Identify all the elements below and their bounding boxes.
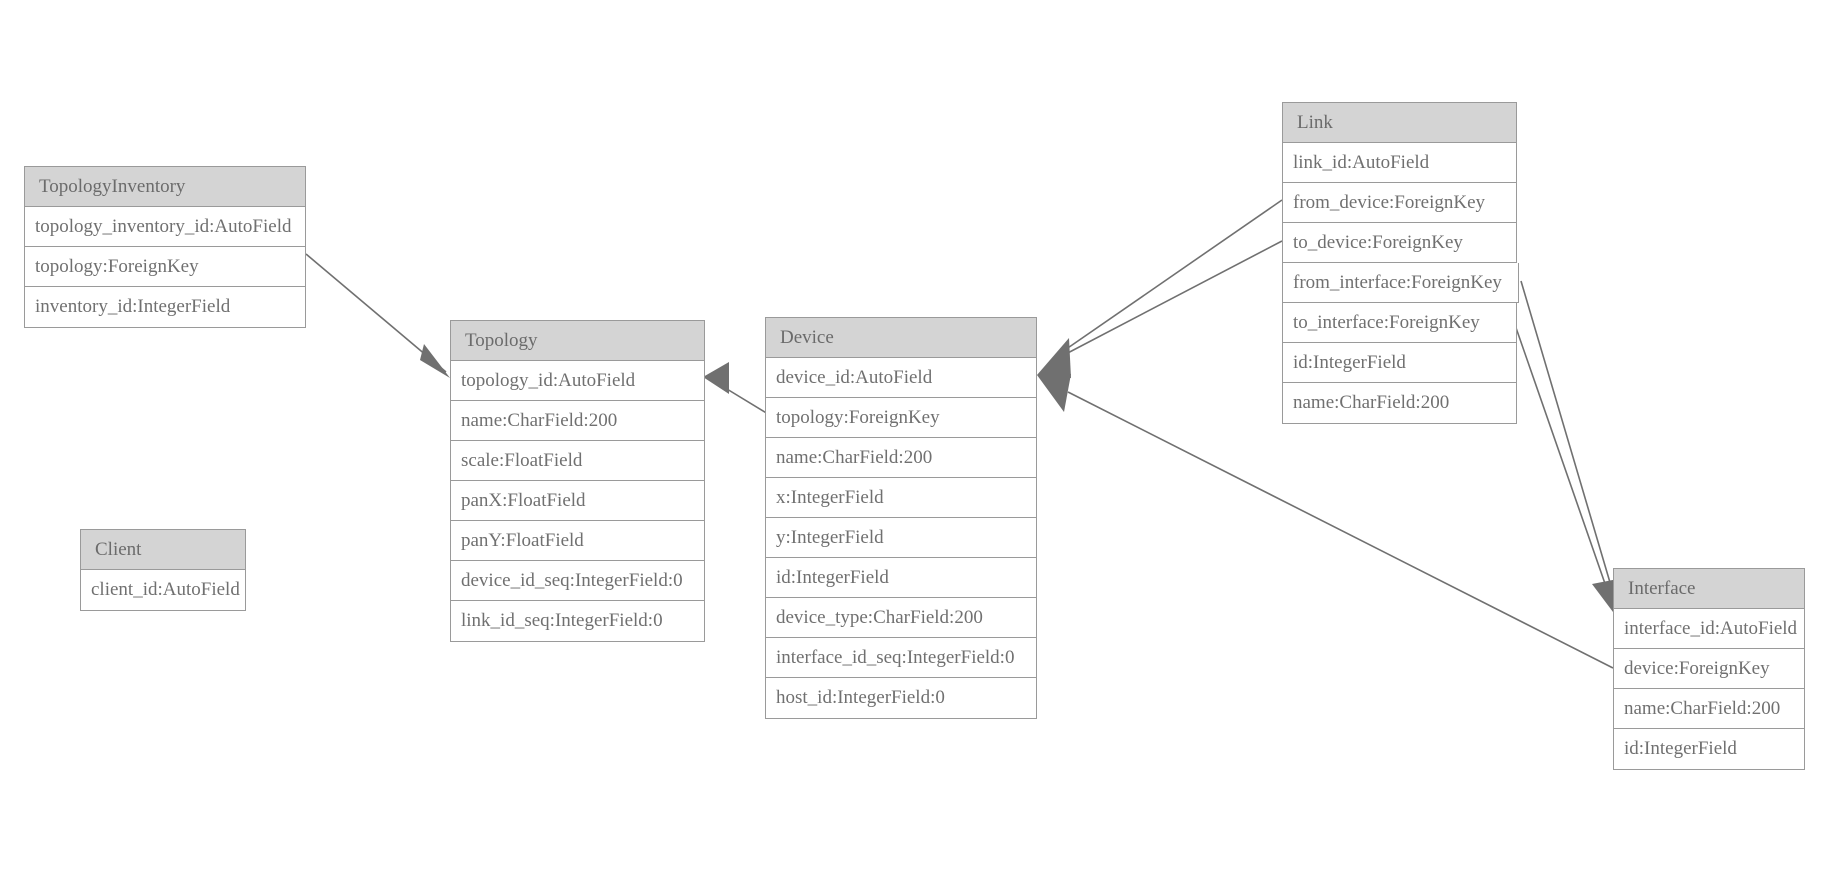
- entity-title-link: Link: [1283, 103, 1516, 143]
- field-link-from-device: from_device:ForeignKey: [1283, 183, 1516, 223]
- edge-link-tointerface-interface: [1513, 321, 1611, 599]
- field-topology-pany: panY:FloatField: [451, 521, 704, 561]
- field-interface-idfield: id:IntegerField: [1614, 729, 1804, 769]
- field-topology-panx: panX:FloatField: [451, 481, 704, 521]
- field-topology-foreignkey: topology:ForeignKey: [25, 247, 305, 287]
- field-device-y: y:IntegerField: [766, 518, 1036, 558]
- entity-title-topology: Topology: [451, 321, 704, 361]
- field-device-x: x:IntegerField: [766, 478, 1036, 518]
- edge-topologyinventory-topology: [305, 253, 450, 378]
- field-link-name: name:CharField:200: [1283, 383, 1516, 423]
- field-link-id: link_id:AutoField: [1283, 143, 1516, 183]
- field-topology-inventory-id: topology_inventory_id:AutoField: [25, 207, 305, 247]
- field-topology-scale: scale:FloatField: [451, 441, 704, 481]
- entity-interface[interactable]: Interface interface_id:AutoField device:…: [1613, 568, 1805, 770]
- entity-link[interactable]: Link link_id:AutoField from_device:Forei…: [1282, 102, 1519, 424]
- arrowhead-device-upper: [1037, 338, 1071, 378]
- field-device-type: device_type:CharField:200: [766, 598, 1036, 638]
- field-link-to-device: to_device:ForeignKey: [1283, 223, 1516, 263]
- field-device-host-id: host_id:IntegerField:0: [766, 678, 1036, 718]
- field-interface-id: interface_id:AutoField: [1614, 609, 1804, 649]
- field-device-topology: topology:ForeignKey: [766, 398, 1036, 438]
- edge-device-topology: [703, 362, 769, 415]
- field-link-from-interface: from_interface:ForeignKey: [1283, 263, 1519, 303]
- entity-client[interactable]: Client client_id:AutoField: [80, 529, 246, 611]
- entity-title-topology-inventory: TopologyInventory: [25, 167, 305, 207]
- field-link-idfield: id:IntegerField: [1283, 343, 1516, 383]
- field-topology-link-id-seq: link_id_seq:IntegerField:0: [451, 601, 704, 641]
- field-device-idfield: id:IntegerField: [766, 558, 1036, 598]
- edge-link-fromdevice-device: [1061, 199, 1283, 353]
- entity-topology-inventory[interactable]: TopologyInventory topology_inventory_id:…: [24, 166, 306, 328]
- field-interface-name: name:CharField:200: [1614, 689, 1804, 729]
- entity-title-interface: Interface: [1614, 569, 1804, 609]
- field-interface-device: device:ForeignKey: [1614, 649, 1804, 689]
- field-inventory-id: inventory_id:IntegerField: [25, 287, 305, 327]
- field-link-to-interface: to_interface:ForeignKey: [1283, 303, 1516, 343]
- field-device-id: device_id:AutoField: [766, 358, 1036, 398]
- entity-title-client: Client: [81, 530, 245, 570]
- field-device-interface-id-seq: interface_id_seq:IntegerField:0: [766, 638, 1036, 678]
- entity-title-device: Device: [766, 318, 1036, 358]
- field-topology-name: name:CharField:200: [451, 401, 704, 441]
- field-client-id: client_id:AutoField: [81, 570, 245, 610]
- field-topology-id: topology_id:AutoField: [451, 361, 704, 401]
- entity-topology[interactable]: Topology topology_id:AutoField name:Char…: [450, 320, 705, 642]
- entity-device[interactable]: Device device_id:AutoField topology:Fore…: [765, 317, 1037, 719]
- edge-link-todevice-device: [1061, 240, 1283, 357]
- field-topology-device-id-seq: device_id_seq:IntegerField:0: [451, 561, 704, 601]
- edge-link-frominterface-interface: [1520, 280, 1615, 597]
- field-device-name: name:CharField:200: [766, 438, 1036, 478]
